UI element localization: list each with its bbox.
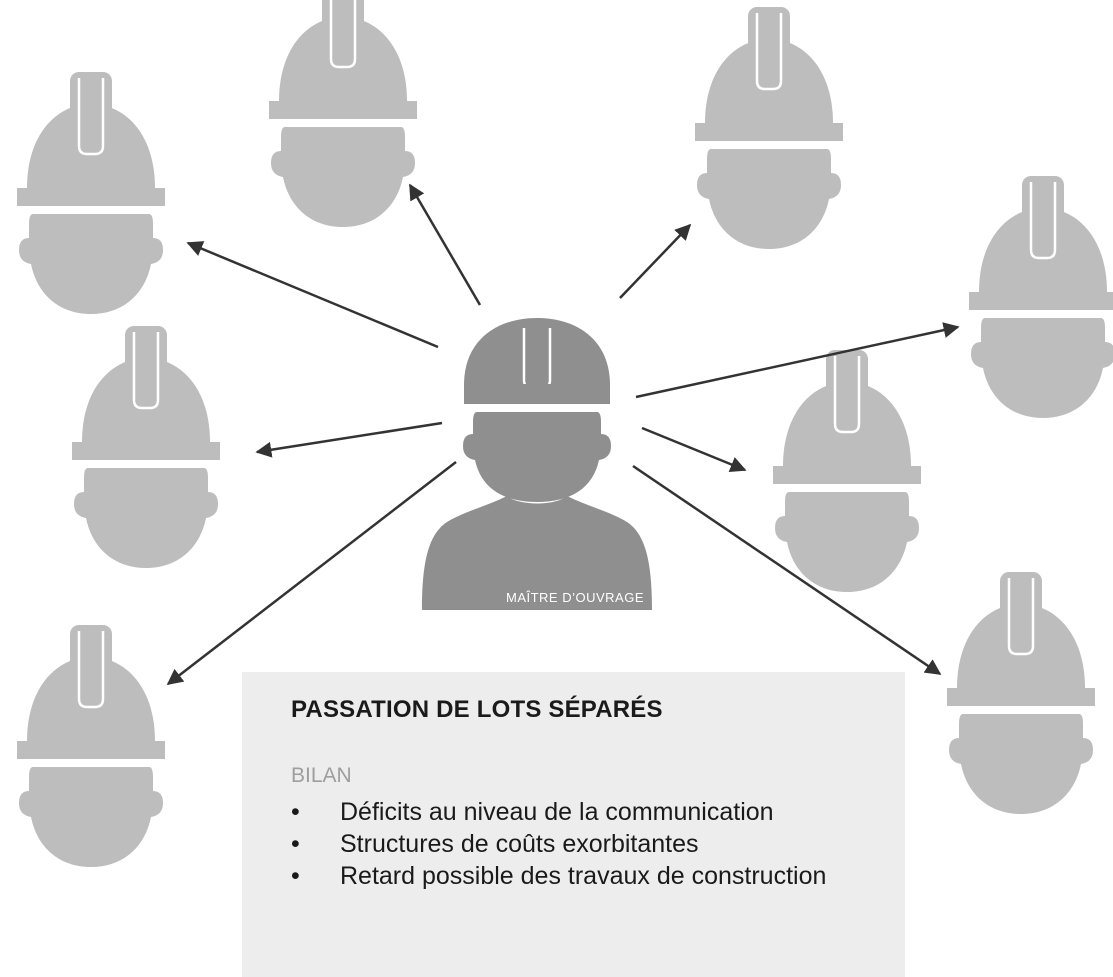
contractor-worker-icon <box>15 70 167 316</box>
contractor-worker-icon <box>945 570 1097 816</box>
box-subtitle: BILAN <box>291 764 352 787</box>
arrow-to-contractor <box>632 464 942 676</box>
owner-label: MAÎTRE D’OUVRAGE <box>505 590 644 605</box>
list-item: Structures de coûts exorbitantes <box>291 828 885 860</box>
owner-worker-icon <box>422 318 652 610</box>
contractor-worker-icon <box>693 5 845 251</box>
contractor-worker-icon <box>267 0 419 229</box>
bullet-list: Déficits au niveau de la communication S… <box>291 796 885 892</box>
arrow-to-contractor <box>408 183 482 306</box>
list-item: Déficits au niveau de la communication <box>291 796 885 828</box>
arrow-to-contractor <box>255 421 443 458</box>
box-title: PASSATION DE LOTS SÉPARÉS <box>291 696 663 723</box>
contractor-worker-icon <box>967 174 1113 420</box>
contractor-worker-icon <box>771 348 923 594</box>
arrow-to-contractor <box>641 426 747 472</box>
summary-box: PASSATION DE LOTS SÉPARÉS BILAN Déficits… <box>242 672 905 977</box>
contractor-worker-icon <box>70 324 222 570</box>
arrow-to-contractor <box>619 223 692 299</box>
list-item: Retard possible des travaux de construct… <box>291 860 885 892</box>
arrow-to-contractor <box>166 461 457 685</box>
contractor-worker-icon <box>15 623 167 869</box>
arrow-to-contractor <box>635 322 960 399</box>
arrow-to-contractor <box>186 241 439 349</box>
